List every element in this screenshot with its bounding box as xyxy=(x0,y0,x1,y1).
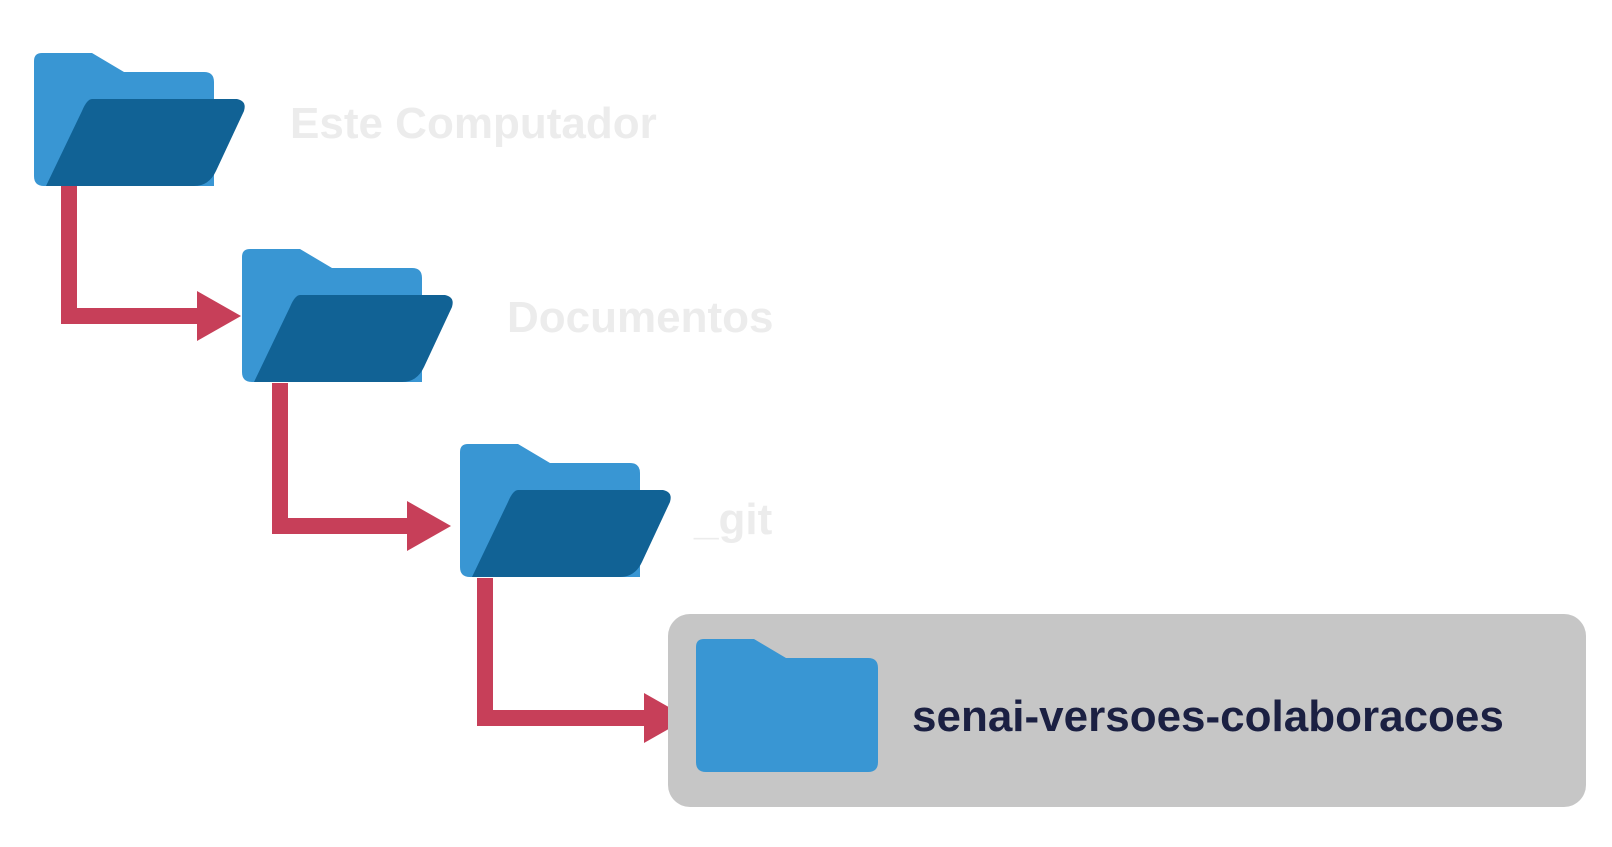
folder-closed-icon[interactable] xyxy=(696,639,878,772)
folder-label-documentos[interactable]: Documentos xyxy=(507,293,774,342)
connector-1 xyxy=(61,186,241,341)
arrow-head-3-icon xyxy=(644,693,688,743)
folder-open-icon[interactable] xyxy=(460,444,675,579)
folder-open-icon[interactable] xyxy=(34,53,249,188)
folder-label-git[interactable]: _git xyxy=(694,495,773,544)
connector-2 xyxy=(272,383,451,551)
folder-open-icon[interactable] xyxy=(242,249,457,384)
folder-label-este-computador[interactable]: Este Computador xyxy=(290,99,657,148)
connector-3 xyxy=(477,578,688,743)
arrow-head-1-icon xyxy=(197,291,241,341)
folder-label-senai-versoes-colaboracoes[interactable]: senai-versoes-colaboracoes xyxy=(912,692,1504,741)
arrow-head-2-icon xyxy=(407,501,451,551)
